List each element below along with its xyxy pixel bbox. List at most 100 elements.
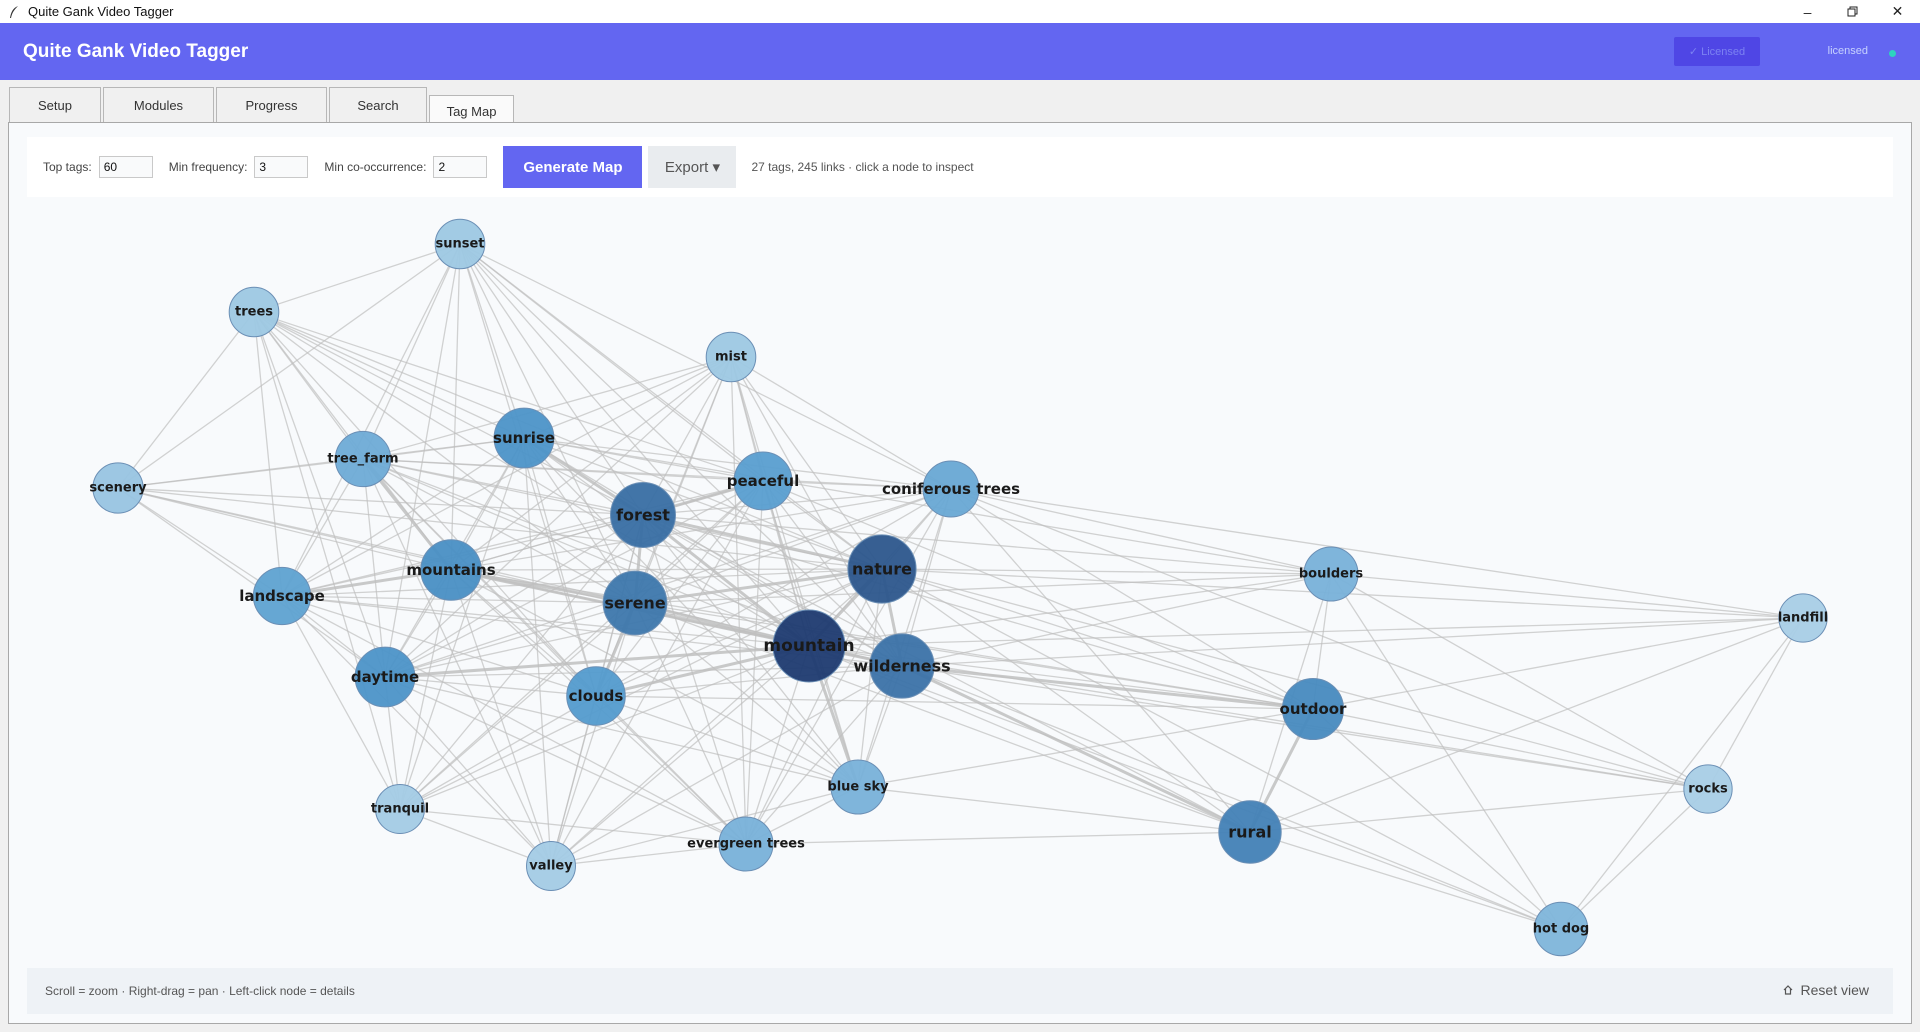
- generate-map-button[interactable]: Generate Map: [503, 146, 643, 188]
- tag-node-landscape[interactable]: landscape: [239, 566, 325, 626]
- tag-node-circle[interactable]: [1303, 546, 1359, 602]
- tag-node-circle[interactable]: [493, 407, 555, 469]
- tag-node-nature[interactable]: nature: [847, 534, 917, 604]
- tag-node-mist[interactable]: mist: [705, 331, 757, 383]
- graph-edge: [550, 843, 747, 867]
- tag-node-circle[interactable]: [434, 218, 486, 270]
- tag-node-circle[interactable]: [718, 816, 774, 872]
- tag-node-wilderness[interactable]: wilderness: [853, 633, 951, 699]
- tag-node-circle[interactable]: [772, 609, 846, 683]
- graph-edge: [384, 602, 636, 678]
- tag-node-circle[interactable]: [354, 646, 416, 708]
- graph-edge: [362, 458, 952, 490]
- tag-node-mountain[interactable]: mountain: [763, 609, 855, 683]
- tag-node-coniferous-trees[interactable]: coniferous trees: [882, 460, 1020, 518]
- graph-edge: [253, 311, 386, 678]
- top-tags-input[interactable]: [98, 156, 153, 178]
- tag-node-blue-sky[interactable]: blue sky: [827, 759, 889, 815]
- tag-node-label: clouds: [569, 687, 624, 705]
- tag-node-circle[interactable]: [375, 784, 425, 834]
- tag-node-label: daytime: [351, 668, 419, 686]
- tag-node-circle[interactable]: [228, 286, 280, 338]
- graph-edge: [253, 243, 461, 313]
- tag-node-peaceful[interactable]: peaceful: [727, 451, 799, 511]
- tag-node-rocks[interactable]: rocks: [1683, 764, 1733, 814]
- tag-node-circle[interactable]: [922, 460, 980, 518]
- tab-search[interactable]: Search: [329, 87, 427, 122]
- tag-node-circle[interactable]: [733, 451, 793, 511]
- min-cooccurrence-input[interactable]: [433, 156, 488, 178]
- graph-edge: [450, 243, 461, 571]
- tag-node-label: trees: [235, 305, 273, 320]
- tag-node-circle[interactable]: [847, 534, 917, 604]
- license-badge[interactable]: ✓ Licensed: [1674, 37, 1760, 66]
- tag-node-landfill[interactable]: landfill: [1778, 593, 1828, 643]
- tag-node-outdoor[interactable]: outdoor: [1280, 677, 1348, 741]
- graph-edge: [730, 356, 952, 490]
- tab-modules[interactable]: Modules: [103, 87, 214, 122]
- tag-node-trees[interactable]: trees: [228, 286, 280, 338]
- tag-node-circle[interactable]: [705, 331, 757, 383]
- graph-edge: [1707, 617, 1804, 790]
- tag-node-circle[interactable]: [526, 841, 576, 891]
- tag-node-daytime[interactable]: daytime: [351, 646, 419, 708]
- graph-edge: [950, 488, 1314, 710]
- tag-node-serene[interactable]: serene: [602, 570, 668, 636]
- reset-view-button[interactable]: Reset view: [1783, 982, 1869, 998]
- tab-tag-map[interactable]: Tag Map: [429, 95, 514, 126]
- tag-node-valley[interactable]: valley: [526, 841, 576, 891]
- graph-edge: [384, 514, 644, 678]
- graph-edge: [550, 480, 764, 867]
- tag-node-tree-farm[interactable]: tree_farm: [327, 430, 399, 488]
- tag-node-label: wilderness: [853, 657, 950, 676]
- tag-node-circle[interactable]: [92, 462, 144, 514]
- restore-icon[interactable]: [1830, 0, 1875, 23]
- tag-node-sunset[interactable]: sunset: [434, 218, 486, 270]
- graph-edge: [281, 595, 401, 810]
- graph-edge: [950, 488, 1332, 575]
- tag-node-scenery[interactable]: scenery: [89, 462, 147, 514]
- graph-edge: [117, 487, 283, 597]
- graph-edge: [745, 480, 764, 845]
- tag-node-rural[interactable]: rural: [1218, 800, 1282, 864]
- tag-node-circle[interactable]: [1218, 800, 1282, 864]
- tag-node-hot-dog[interactable]: hot dog: [1533, 901, 1589, 957]
- tag-node-boulders[interactable]: boulders: [1299, 546, 1363, 602]
- tag-node-circle[interactable]: [1281, 677, 1345, 741]
- map-status-text: 27 tags, 245 links · click a node to ins…: [751, 160, 974, 174]
- tag-node-evergreen-trees[interactable]: evergreen trees: [687, 816, 805, 872]
- export-dropdown-button[interactable]: Export ▾: [648, 146, 737, 188]
- top-tags-label: Top tags:: [43, 160, 92, 174]
- tag-node-clouds[interactable]: clouds: [566, 666, 626, 726]
- graph-edge: [117, 487, 452, 571]
- tab-setup[interactable]: Setup: [9, 87, 101, 122]
- tag-node-circle[interactable]: [830, 759, 886, 815]
- graph-edge: [523, 437, 883, 570]
- feather-icon: [6, 4, 22, 20]
- tag-node-tranquil[interactable]: tranquil: [371, 784, 429, 834]
- close-icon[interactable]: ✕: [1891, 3, 1904, 19]
- tag-node-circle[interactable]: [334, 430, 392, 488]
- graph-edge: [384, 676, 859, 788]
- tag-node-circle[interactable]: [1778, 593, 1828, 643]
- tag-node-circle[interactable]: [1683, 764, 1733, 814]
- tag-node-circle[interactable]: [252, 566, 312, 626]
- tag-node-circle[interactable]: [869, 633, 935, 699]
- minimize-icon[interactable]: –: [1803, 3, 1812, 20]
- tag-node-circle[interactable]: [602, 570, 668, 636]
- graph-edge: [1560, 617, 1804, 930]
- tag-node-circle[interactable]: [1533, 901, 1589, 957]
- graph-edge: [642, 514, 1251, 833]
- tag-node-circle[interactable]: [566, 666, 626, 726]
- graph-edge: [117, 487, 644, 516]
- tag-node-mountains[interactable]: mountains: [406, 539, 496, 601]
- graph-edge: [117, 487, 386, 678]
- tag-graph-canvas[interactable]: landfill rocks tranquil valley trees sunset mi…: [9, 123, 1911, 1023]
- tab-progress[interactable]: Progress: [216, 87, 327, 122]
- tag-node-circle[interactable]: [610, 482, 676, 548]
- tag-node-circle[interactable]: [420, 539, 482, 601]
- tag-node-sunrise[interactable]: sunrise: [493, 407, 555, 469]
- graph-edge: [253, 311, 644, 516]
- min-frequency-input[interactable]: [254, 156, 309, 178]
- tag-node-forest[interactable]: forest: [610, 482, 676, 548]
